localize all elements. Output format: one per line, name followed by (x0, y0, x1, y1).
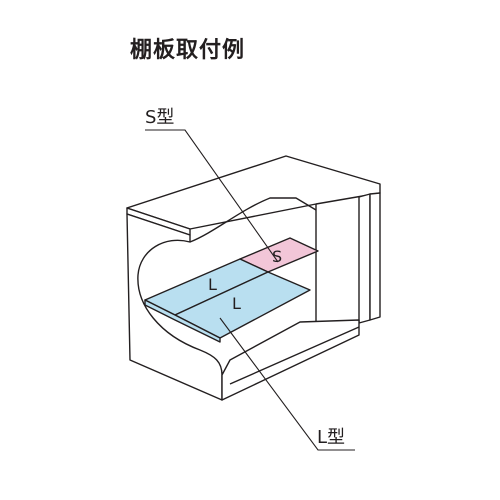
left-end-panel (126, 213, 223, 401)
s-type-callout: S型 (145, 107, 174, 128)
cabinet-body (126, 155, 381, 401)
bottom-inner-edge (229, 326, 360, 385)
l-type-callout: L型 (317, 427, 345, 448)
shelf-l-front-edge (144, 299, 221, 343)
cabinet-top (126, 155, 381, 230)
bottom-base (221, 319, 360, 401)
s-type-leader (145, 129, 279, 263)
right-post-front (358, 193, 371, 324)
l-type-leader (219, 317, 355, 451)
shelf-l-back-label: L (208, 275, 217, 294)
right-post-back (369, 192, 381, 321)
shelf-s-label: S (272, 247, 282, 266)
leader-lines (145, 129, 355, 451)
shelves (144, 237, 319, 343)
page-title: 棚板取付例 (130, 38, 246, 63)
inner-back-outline (189, 197, 317, 243)
shelf-l-front-label: L (232, 294, 241, 313)
